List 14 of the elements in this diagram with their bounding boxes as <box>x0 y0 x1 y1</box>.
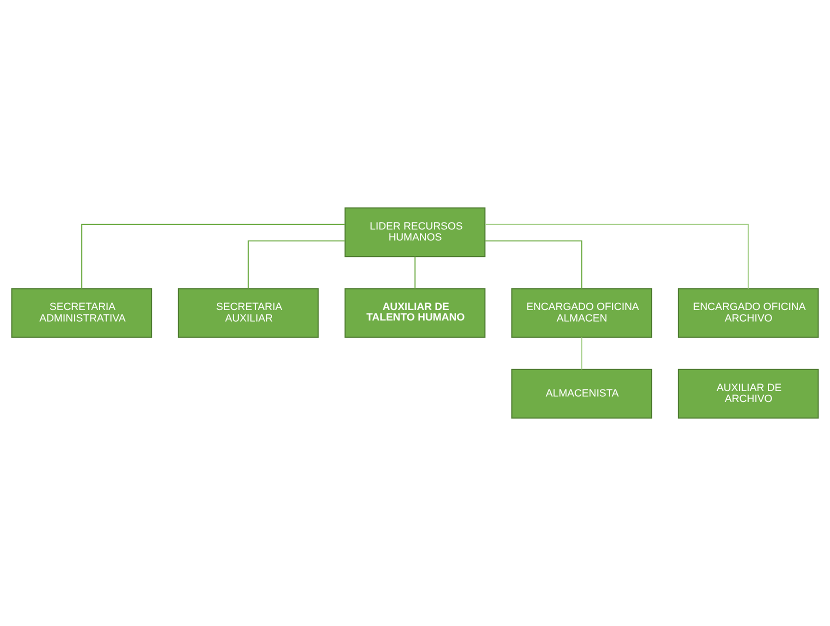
node-box: ENCARGADO OFICINA ALMACEN <box>511 288 652 338</box>
connector <box>581 337 582 370</box>
node-box: AUXILIAR DE ARCHIVO <box>678 368 819 419</box>
node-box: ALMACENISTA <box>511 368 652 419</box>
node-box: SECRETARIA ADMINISTRATIVA <box>11 288 152 338</box>
connector <box>248 240 346 289</box>
node-box: SECRETARIA AUXILIAR <box>178 288 319 338</box>
connector <box>485 224 749 289</box>
connector <box>81 224 345 289</box>
connector <box>414 256 416 289</box>
node-box: AUXILIAR DE TALENTO HUMANO <box>344 288 486 338</box>
node-box: LIDER RECURSOS HUMANOS <box>344 207 486 258</box>
node-box: ENCARGADO OFICINA ARCHIVO <box>678 288 819 338</box>
connector <box>484 240 582 289</box>
